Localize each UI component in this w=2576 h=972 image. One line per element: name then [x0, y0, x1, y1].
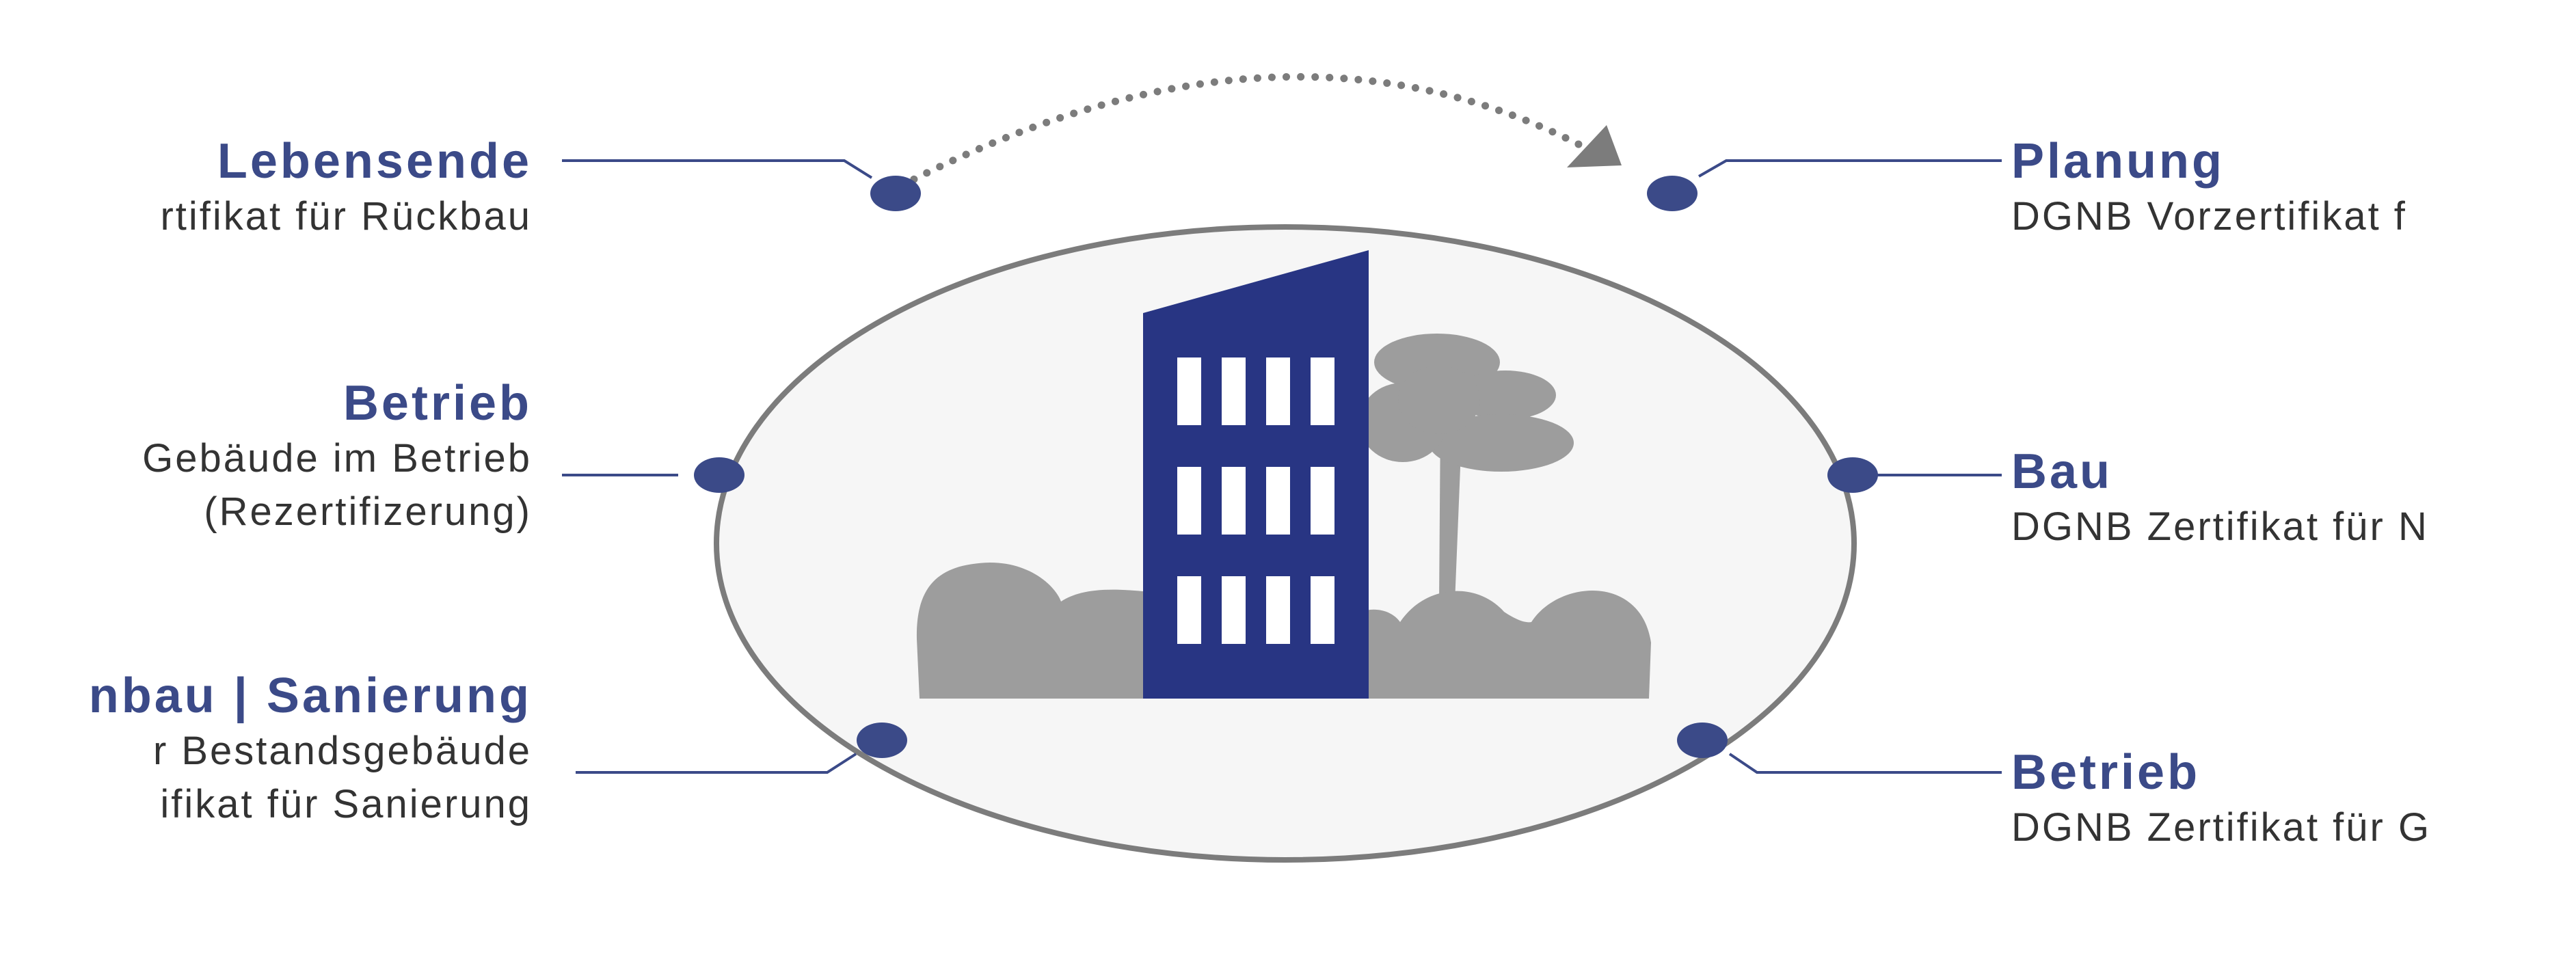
building-icon: [1143, 250, 1369, 699]
connector-umbau-sanierung: [576, 753, 857, 774]
stage-label-bau: Bau DGNB Zertifikat für N: [2011, 443, 2429, 554]
stage-description: Gebäude im Betrieb: [142, 436, 532, 481]
stage-dot-bau: [1827, 457, 1878, 493]
stage-title: Bau: [2011, 444, 2113, 499]
stage-dot-planung: [1647, 176, 1698, 211]
building-windows: [1177, 357, 1334, 644]
stage-title: Lebensende: [217, 134, 532, 189]
bush-right: [1360, 590, 1651, 699]
stage-title: Betrieb: [2011, 745, 2201, 800]
connector-planung: [1698, 159, 2002, 178]
bush-left: [916, 563, 1149, 699]
stage-dot-umbau-sanierung: [857, 723, 907, 758]
stage-title: nbau | Sanierung: [88, 669, 532, 723]
stage-dot-betrieb-neubau: [1677, 723, 1728, 758]
stage-description: DGNB Zertifikat für G: [2011, 805, 2432, 850]
stage-description: DGNB Vorzertifikat f: [2011, 194, 2407, 239]
stage-title: Planung: [2011, 134, 2225, 189]
tree-silhouette: [1359, 334, 1574, 603]
stage-description: r Bestandsgebäude: [152, 729, 532, 773]
stage-label-planung: Planung DGNB Vorzertifikat f: [2011, 133, 2407, 243]
connector-betrieb-neubau: [1728, 753, 2002, 774]
stage-description: ifikat für Sanierung: [160, 782, 532, 826]
stage-label-betrieb-bestand: Betrieb Gebäude im Betrieb (Rezertifizer…: [142, 375, 532, 539]
cycle-arrow-dotted-path: [897, 72, 1597, 190]
cycle-arrow-head: [1567, 125, 1622, 167]
stage-description: DGNB Zertifikat für N: [2011, 504, 2429, 549]
stage-title: Betrieb: [343, 376, 532, 431]
stage-dot-lebensende: [870, 176, 921, 211]
stage-description: (Rezertifizerung): [204, 489, 532, 534]
stage-label-betrieb-neubau: Betrieb DGNB Zertifikat für G: [2011, 744, 2431, 854]
stage-label-umbau-sanierung: nbau | Sanierung r Bestandsgebäude ifika…: [89, 667, 532, 831]
stage-label-lebensende: Lebensende rtifikat für Rückbau: [160, 133, 532, 243]
stage-dot-betrieb-bestand: [694, 457, 744, 493]
stage-description: rtifikat für Rückbau: [160, 194, 532, 239]
connector-lebensende: [562, 159, 873, 179]
